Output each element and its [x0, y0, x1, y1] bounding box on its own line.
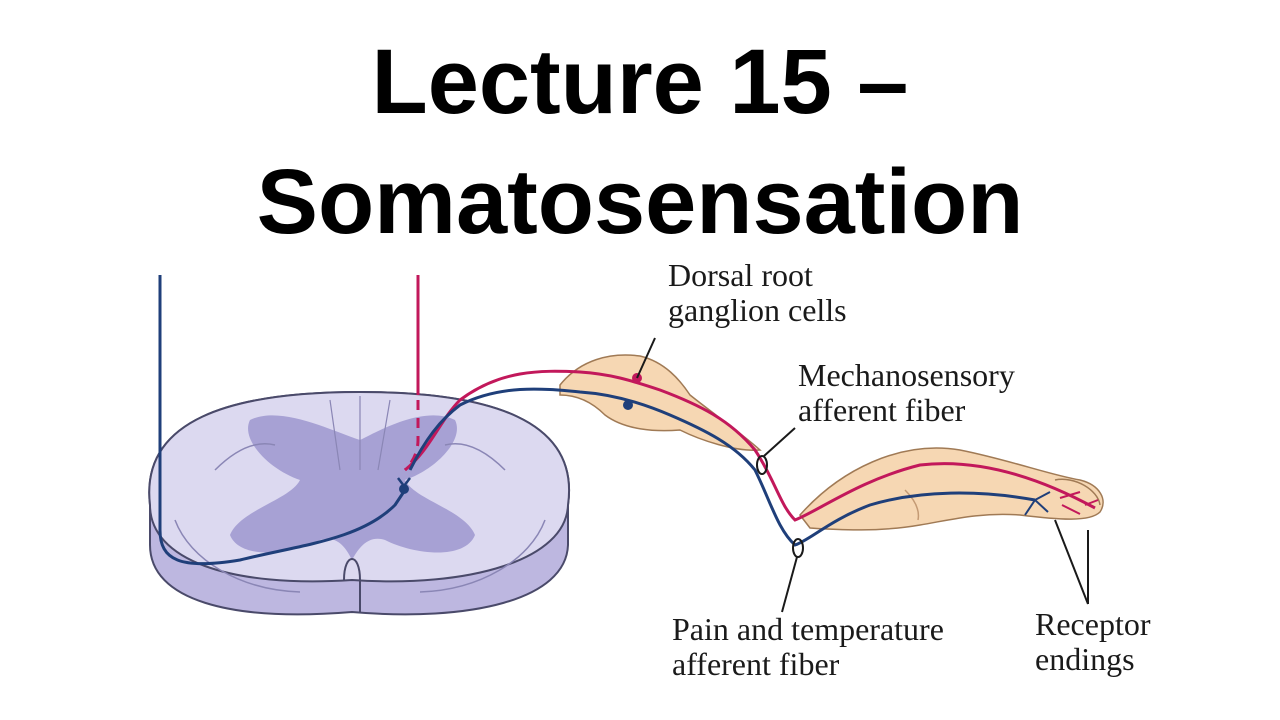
finger [799, 447, 1104, 531]
receptor-endings [1024, 491, 1099, 516]
slide-title-line2: Somatosensation [256, 151, 1024, 253]
pain-temperature-fiber [158, 275, 1036, 566]
label-mech-line2: afferent fiber [798, 392, 966, 428]
label-pain-line1: Pain and temperature [672, 611, 944, 647]
label-drg-line2: ganglion cells [668, 292, 847, 328]
pain-ganglion-cell [623, 400, 633, 410]
gray-matter [230, 415, 475, 560]
synapse-terminal [399, 484, 409, 494]
spinal-cord-section [148, 390, 571, 616]
pain-marker [792, 538, 804, 558]
label-drg-line1: Dorsal root [668, 257, 813, 293]
slide-title-line1: Lecture 15 – [371, 31, 909, 133]
label-pain-line2: afferent fiber [672, 646, 840, 682]
label-mech-line1: Mechanosensory [798, 357, 1015, 393]
dorsal-root-ganglion [559, 354, 762, 451]
label-receptor-line1: Receptor [1035, 606, 1151, 642]
mechanosensory-marker [756, 455, 768, 475]
label-receptor-line2: endings [1035, 641, 1135, 677]
